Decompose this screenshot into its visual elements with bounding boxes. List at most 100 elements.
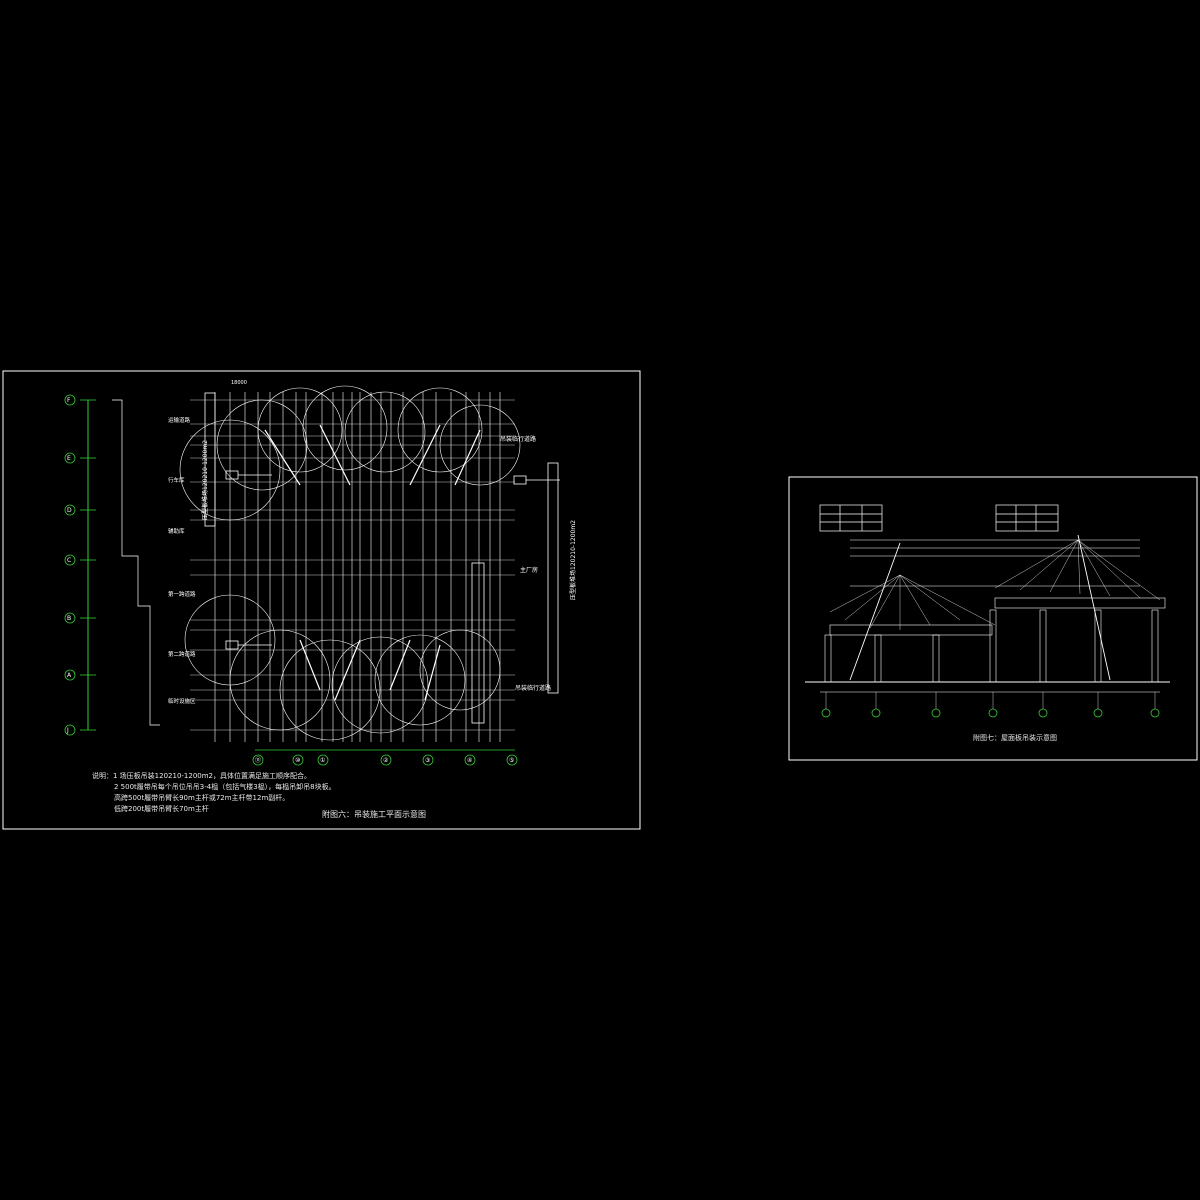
crane-boom [454, 429, 481, 486]
crane-boom [409, 424, 441, 486]
column [932, 634, 940, 683]
crane-radius-circle [344, 391, 426, 473]
crane-radius-circle [179, 419, 281, 521]
bottom-axis-bubble-label: ① [320, 757, 325, 764]
crane-pad [225, 640, 239, 650]
site-outline [112, 399, 160, 726]
column [989, 609, 997, 683]
axis-bubble-label: F [67, 397, 71, 404]
legend-table-left [819, 504, 883, 532]
crane-boom [334, 639, 361, 701]
crane-boom-left [849, 542, 901, 681]
row-label: 行车库 [168, 476, 185, 484]
section-axis-bubble [1150, 708, 1160, 718]
main-building-label: 主厂房 [520, 566, 538, 574]
crane-radius-circle [374, 634, 466, 726]
column [874, 634, 882, 683]
crane-boom [424, 644, 441, 701]
crane-radius-circle [279, 639, 381, 741]
rigging-line [994, 539, 1079, 589]
vertical-stockyard-left-label: 压型板堆场120210-1200m2 [201, 440, 209, 520]
bottom-axis-bubble [317, 754, 329, 766]
plan-note-1: 说明：1 场压板吊装120210-1200m2，具体位置满足施工顺序配合。 [92, 772, 312, 780]
bottom-axis-bubble-label: ③ [425, 757, 430, 764]
axis-bubble [64, 554, 76, 566]
road-strip [471, 562, 485, 724]
crane-radius-circle [302, 385, 388, 471]
rigging-line [899, 574, 931, 626]
rigging-line [1077, 539, 1081, 595]
plan-drawing: FEDCBAJ吊装临行道路吊装临行道路主厂房18000压型板堆场120210-1… [64, 380, 577, 766]
bottom-axis-bubble [380, 754, 392, 766]
section-axis-bubble [1093, 708, 1103, 718]
plan-note-2: 2 500t履带吊每个吊位吊吊3-4榀（包括气楼3榀），每榀吊卸吊8块板。 [114, 783, 336, 791]
stockyard-right [547, 462, 559, 694]
section-axis-bubble [871, 708, 881, 718]
rigging-line [1077, 539, 1141, 599]
row-label: 运输道路 [168, 416, 191, 424]
section-drawing [805, 504, 1170, 718]
bottom-axis-bubble-label: ④ [467, 757, 472, 764]
vertical-stockyard-right-label: 压型板堆场120210-1200m2 [569, 520, 577, 600]
bottom-axis-bubble-label: ② [383, 757, 389, 764]
crane-radius-circle [229, 629, 331, 731]
crane-boom [389, 639, 411, 691]
stockyard-left [204, 392, 216, 527]
crane-boom [264, 429, 301, 486]
axis-bubble [64, 724, 76, 736]
rigging-line [1049, 539, 1079, 593]
crane-radius-circle [257, 387, 343, 473]
rigging-line [829, 574, 901, 613]
bottom-axis-bubble [422, 754, 434, 766]
row-label: 辅助库 [168, 527, 185, 535]
bottom-axis-bubble [292, 754, 304, 766]
bottom-axis-bubble [464, 754, 476, 766]
bottom-axis-bubble-label: ⑤ [509, 757, 514, 764]
row-label: 第二跨道路 [168, 650, 196, 658]
column [824, 634, 832, 683]
axis-bubble [64, 504, 76, 516]
crane-pad [513, 475, 527, 485]
axis-bubble [64, 612, 76, 624]
plan-notes: 说明：1 场压板吊装120210-1200m2，具体位置满足施工顺序配合。 2 … [92, 771, 336, 815]
legend-table-right [995, 504, 1059, 532]
road-bottom-label: 吊装临行道路 [515, 684, 551, 692]
plan-note-4: 低跨200t履带吊臂长70m主杆 [114, 805, 209, 813]
crane-radius-circle [439, 404, 521, 486]
axis-bubble-label: E [67, 455, 71, 462]
axis-bubble-label: C [67, 557, 71, 564]
axis-bubble [64, 452, 76, 464]
axis-bubble-label: J [66, 727, 69, 734]
roof-truss-low [829, 624, 993, 636]
section-axis-bubble [1038, 708, 1048, 718]
axis-bubble-label: A [67, 672, 72, 679]
axis-bubble-label: D [67, 507, 72, 514]
crane-radius-circle [397, 387, 483, 473]
bottom-axis-bubble-label: ⑪ [255, 756, 261, 764]
axis-bubble-label: B [67, 615, 71, 622]
axis-bubble [64, 669, 76, 681]
rigging-line [1019, 539, 1079, 591]
section-axis-bubble [821, 708, 831, 718]
row-label: 第一跨道路 [168, 590, 196, 598]
plan-caption: 附图六：吊装施工平面示意图 [322, 810, 426, 819]
section-axis-bubble [988, 708, 998, 718]
crane-boom [299, 639, 321, 691]
crane-pad [225, 470, 239, 480]
crane-boom-right [1077, 534, 1111, 681]
row-label: 临时设施区 [168, 697, 196, 705]
top-dimension-label: 18000 [231, 380, 247, 386]
roof-truss-high [994, 597, 1166, 609]
plan-note-3: 高跨500t履带吊臂长90m主杆或72m主杆带12m副杆。 [114, 794, 290, 802]
rigging-line [1077, 539, 1111, 597]
section-axis-bubble [931, 708, 941, 718]
rigging-line [844, 574, 901, 621]
crane-radius-circle [419, 629, 501, 711]
rigging-line [899, 574, 961, 621]
bottom-axis-bubble [506, 754, 518, 766]
section-caption: 附图七：屋面板吊装示意图 [973, 734, 1057, 742]
bottom-axis-bubble [252, 754, 264, 766]
column [1094, 609, 1102, 683]
crane-radius-circle [331, 636, 429, 734]
